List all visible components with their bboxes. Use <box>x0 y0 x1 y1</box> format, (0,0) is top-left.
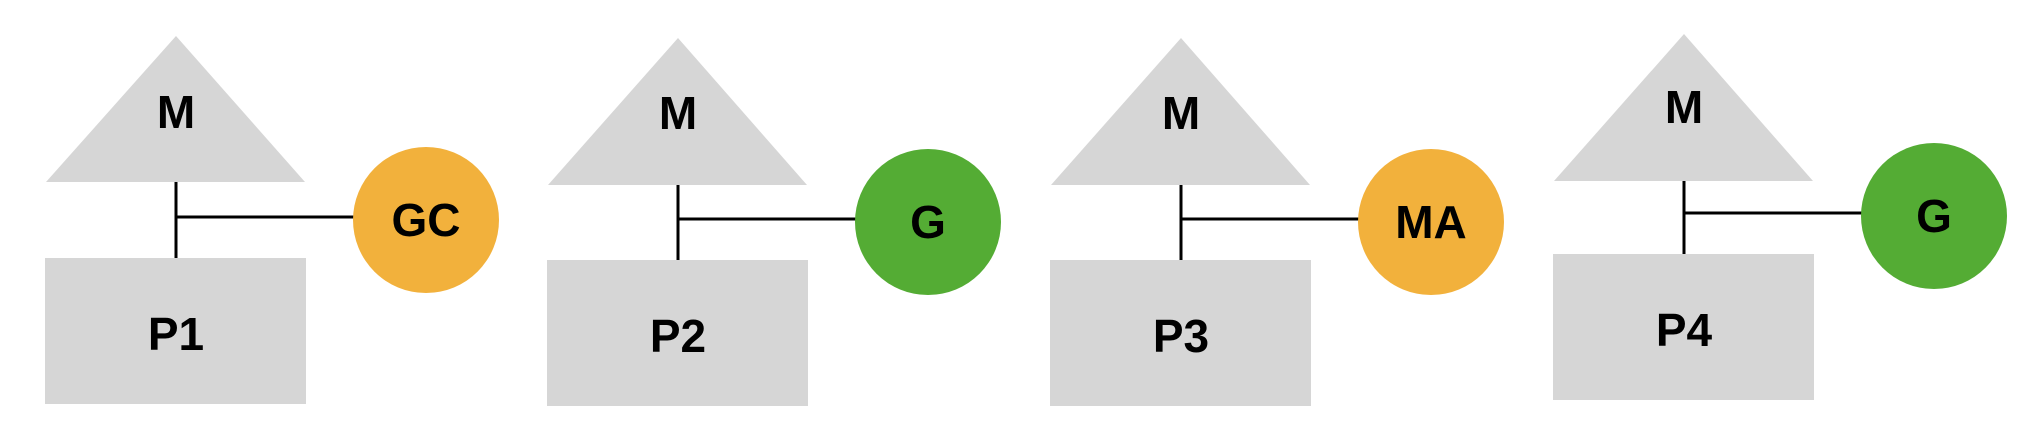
goroutine-label: MA <box>1395 196 1467 248</box>
goroutine-label: G <box>910 196 946 248</box>
machine-triangle <box>1554 34 1813 181</box>
goroutine-circle <box>1358 149 1504 295</box>
unit-2: M P2 G <box>547 38 1001 406</box>
machine-label: M <box>157 86 195 138</box>
unit-1: M P1 GC <box>45 36 499 404</box>
unit-3: M P3 MA <box>1050 38 1504 406</box>
machine-label: M <box>659 87 697 139</box>
processor-box <box>45 258 306 404</box>
processor-label: P1 <box>148 308 204 360</box>
goroutine-circle <box>1861 143 2007 289</box>
processor-label: P3 <box>1153 310 1209 362</box>
goroutine-circle <box>353 147 499 293</box>
processor-label: P2 <box>650 310 706 362</box>
goroutine-label: GC <box>392 194 461 246</box>
machine-triangle <box>548 38 807 185</box>
machine-triangle <box>1051 38 1310 185</box>
processor-box <box>1050 260 1311 406</box>
processor-box <box>547 260 808 406</box>
goroutine-label: G <box>1916 190 1952 242</box>
unit-4: M P4 G <box>1553 34 2007 400</box>
goroutine-circle <box>855 149 1001 295</box>
processor-label: P4 <box>1656 304 1713 356</box>
machine-label: M <box>1162 87 1200 139</box>
machine-triangle <box>46 36 305 182</box>
machine-label: M <box>1665 81 1703 133</box>
processor-box <box>1553 254 1814 400</box>
